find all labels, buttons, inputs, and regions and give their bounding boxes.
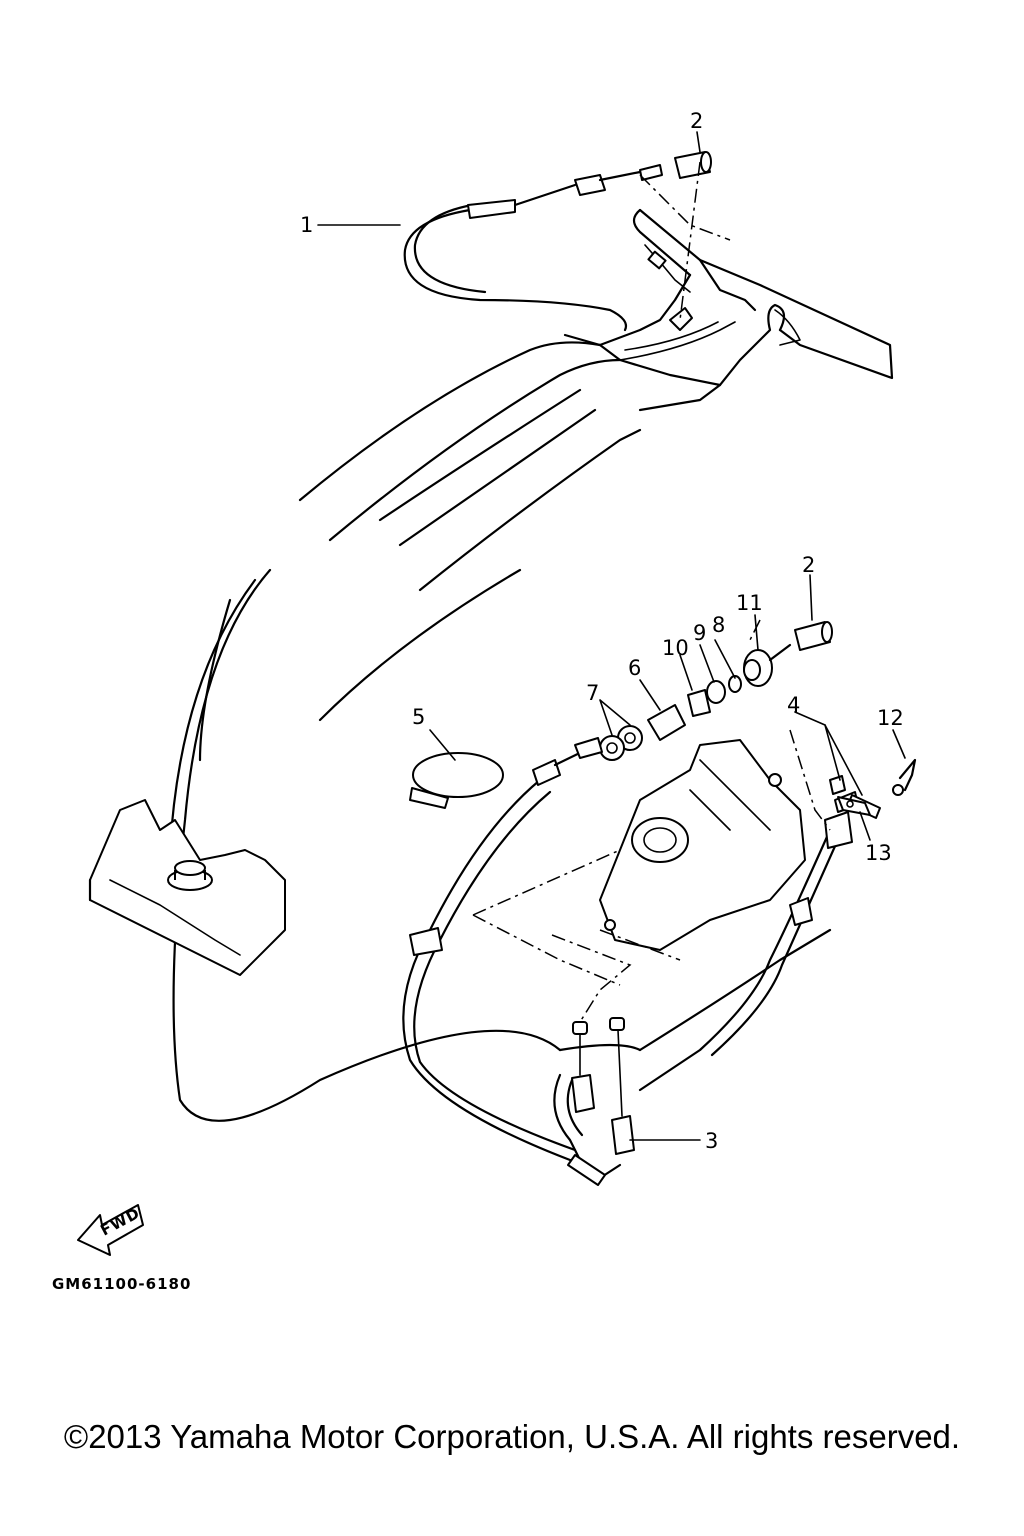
callout-8: 8 bbox=[712, 613, 725, 637]
leader-lines bbox=[317, 131, 906, 1141]
callout-2-lower: 2 bbox=[802, 553, 815, 577]
callout-10: 10 bbox=[662, 636, 689, 660]
callout-3: 3 bbox=[705, 1129, 718, 1153]
callout-9: 9 bbox=[693, 621, 706, 645]
lower-cable bbox=[402, 737, 603, 1177]
pin-part-12 bbox=[898, 758, 917, 792]
callout-12: 12 bbox=[877, 706, 904, 730]
mount-block bbox=[88, 799, 286, 976]
callout-13: 13 bbox=[865, 841, 892, 865]
collar-part-10 bbox=[687, 689, 711, 717]
bracket-parts bbox=[829, 758, 917, 819]
drawing-code: GM61100-6180 bbox=[52, 1275, 191, 1293]
hose-part-3 bbox=[553, 1017, 635, 1186]
joint-part-6 bbox=[647, 704, 686, 741]
steering-unit bbox=[599, 739, 806, 951]
handlebar-assembly bbox=[563, 208, 894, 412]
fitting-part-2-upper bbox=[674, 151, 712, 179]
washer-part-9 bbox=[706, 680, 726, 704]
reference-lines bbox=[472, 161, 831, 1023]
clamp-part-5 bbox=[409, 752, 504, 809]
callout-7: 7 bbox=[586, 681, 599, 705]
callout-6: 6 bbox=[628, 656, 641, 680]
gasket-part-13 bbox=[837, 796, 871, 816]
cable-part-1 bbox=[403, 164, 663, 332]
hull-outline bbox=[168, 341, 832, 1122]
callout-2-upper: 2 bbox=[690, 109, 703, 133]
callout-11: 11 bbox=[736, 591, 763, 615]
washer-part-8 bbox=[728, 675, 742, 693]
fitting-stack bbox=[599, 621, 833, 761]
fwd-arrow-icon: FWD bbox=[77, 1204, 144, 1256]
callout-1: 1 bbox=[300, 213, 313, 237]
copyright-notice: ©2013 Yamaha Motor Corporation, U.S.A. A… bbox=[63, 1418, 961, 1455]
callout-labels: 1 2 2 3 4 5 6 7 8 9 10 11 12 13 bbox=[300, 109, 904, 1153]
callout-5: 5 bbox=[412, 705, 425, 729]
callout-4: 4 bbox=[787, 693, 800, 717]
washer-part-7b bbox=[599, 735, 625, 761]
